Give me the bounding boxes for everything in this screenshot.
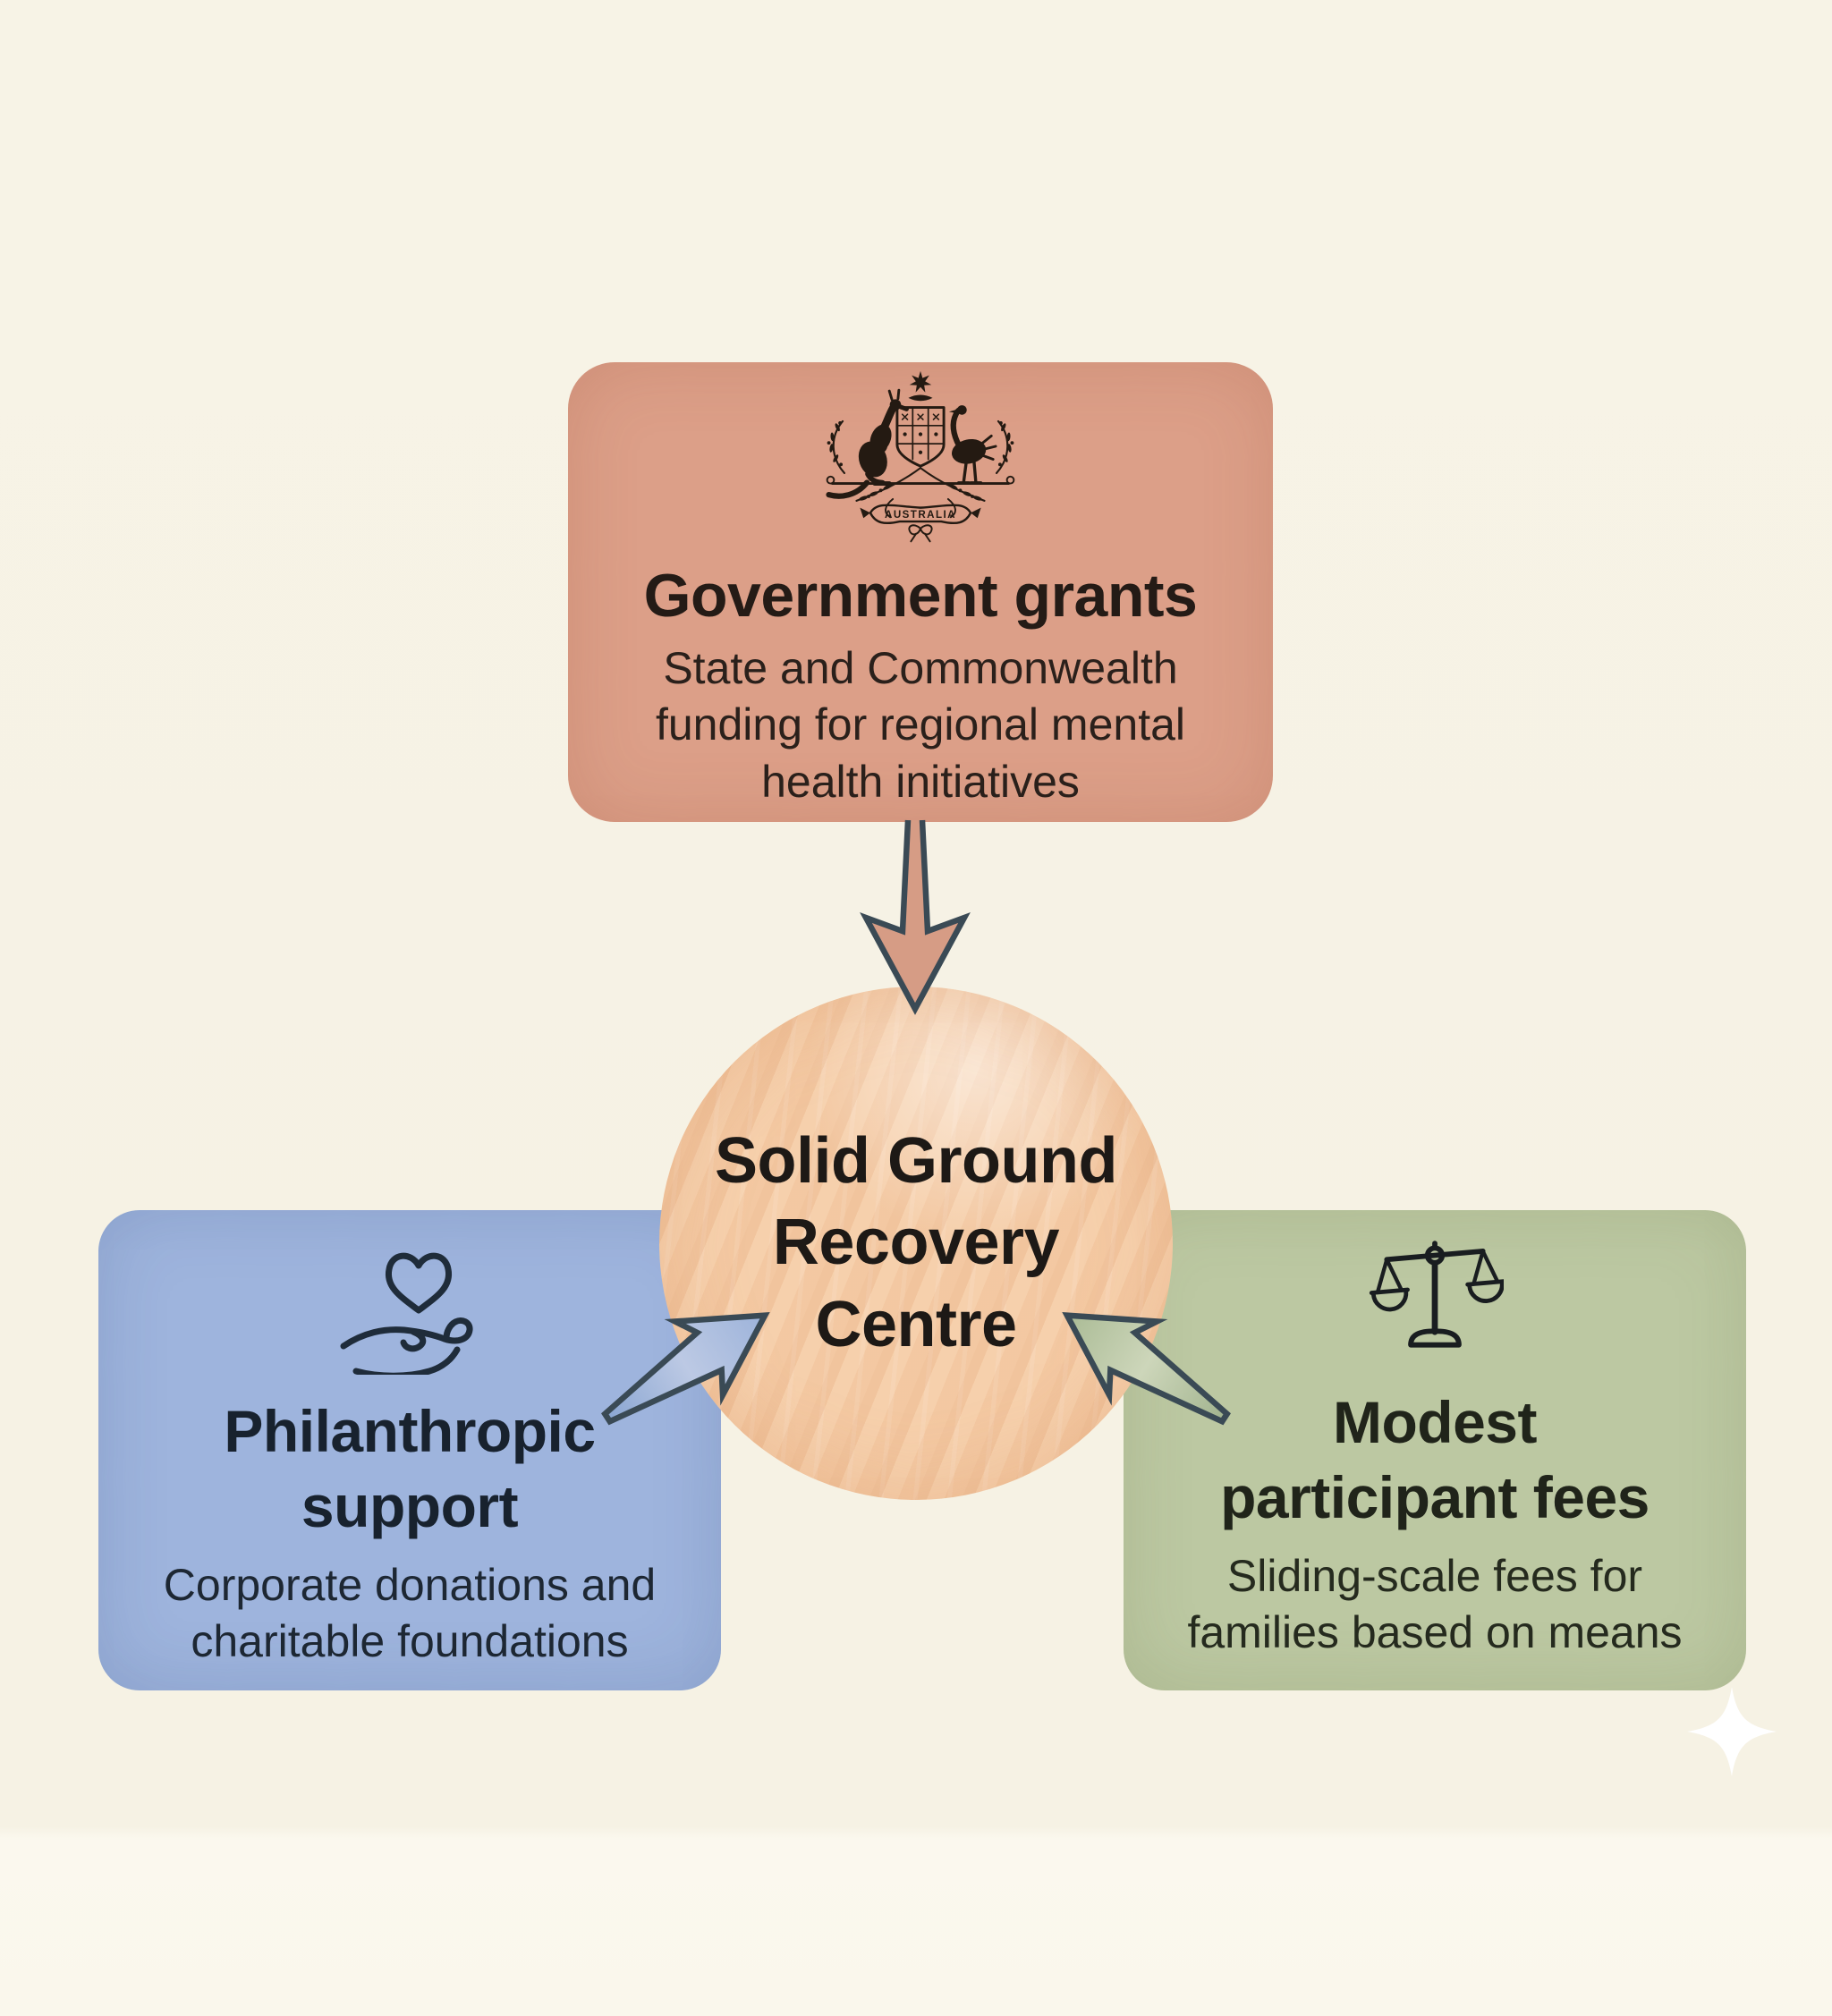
sparkle-icon <box>1687 1687 1777 1776</box>
australia-banner: AUSTRALIA <box>860 504 981 525</box>
right-pan <box>1467 1281 1505 1303</box>
centre-circle: Solid Ground Recovery Centre <box>659 987 1173 1500</box>
crest-wreath <box>908 394 933 402</box>
subtitle-line: charitable foundations <box>191 1616 629 1667</box>
scales-of-justice-icon <box>1369 1241 1506 1348</box>
participant-fees-subtitle: Sliding-scale fees for families based on… <box>1187 1548 1682 1662</box>
wattle-branches <box>827 419 1014 519</box>
participant-fees-title: Modest participant fees <box>1220 1389 1650 1531</box>
australian-coat-of-arms-icon: AUSTRALIA <box>791 369 1050 554</box>
kangaroo <box>826 388 909 499</box>
heart-outline <box>385 1252 453 1314</box>
subtitle-line: State and Commonwealth <box>663 642 1178 693</box>
government-grants-subtitle: State and Commonwealth funding for regio… <box>656 640 1185 811</box>
participant-fees-card: Modest participant fees Sliding-scale fe… <box>1124 1210 1746 1690</box>
hand-top-edge <box>340 1326 448 1350</box>
government-to-centre-arrow <box>860 819 971 1015</box>
fingertip-curl <box>441 1317 473 1344</box>
thumb <box>400 1328 427 1352</box>
centre-title: Solid Ground Recovery Centre <box>715 1124 1117 1360</box>
commonwealth-star <box>909 370 932 393</box>
philanthropic-support-card: Philanthropic support Corporate donation… <box>98 1210 721 1690</box>
government-grants-title: Government grants <box>643 562 1198 630</box>
australian-coat-of-arms-icon: AUSTRALIA <box>826 370 1015 543</box>
philanthropic-support-subtitle: Corporate donations and charitable found… <box>164 1557 656 1671</box>
heart-in-hand-icon <box>340 1252 473 1379</box>
subtitle-line: Sliding-scale fees for <box>1226 1550 1643 1601</box>
scales-of-justice-icon <box>1366 1241 1506 1370</box>
philanthropic-support-title: Philanthropic support <box>224 1398 596 1540</box>
government-grants-card: AUSTRALIA Government grants State and Co… <box>568 362 1273 822</box>
left-pan <box>1370 1289 1409 1312</box>
base <box>1408 1328 1462 1348</box>
shield <box>895 406 946 468</box>
subtitle-line: families based on means <box>1187 1607 1683 1658</box>
emu <box>948 405 997 485</box>
beam <box>1384 1248 1486 1263</box>
heart-in-hand-icon <box>338 1241 481 1379</box>
subtitle-line: funding for regional mental <box>655 699 1186 750</box>
subtitle-line: Corporate donations and <box>163 1559 657 1610</box>
hand-bottom-edge <box>352 1346 461 1379</box>
subtitle-line: health initiatives <box>761 756 1080 807</box>
coat-of-arms-banner-text: AUSTRALIA <box>885 510 956 521</box>
